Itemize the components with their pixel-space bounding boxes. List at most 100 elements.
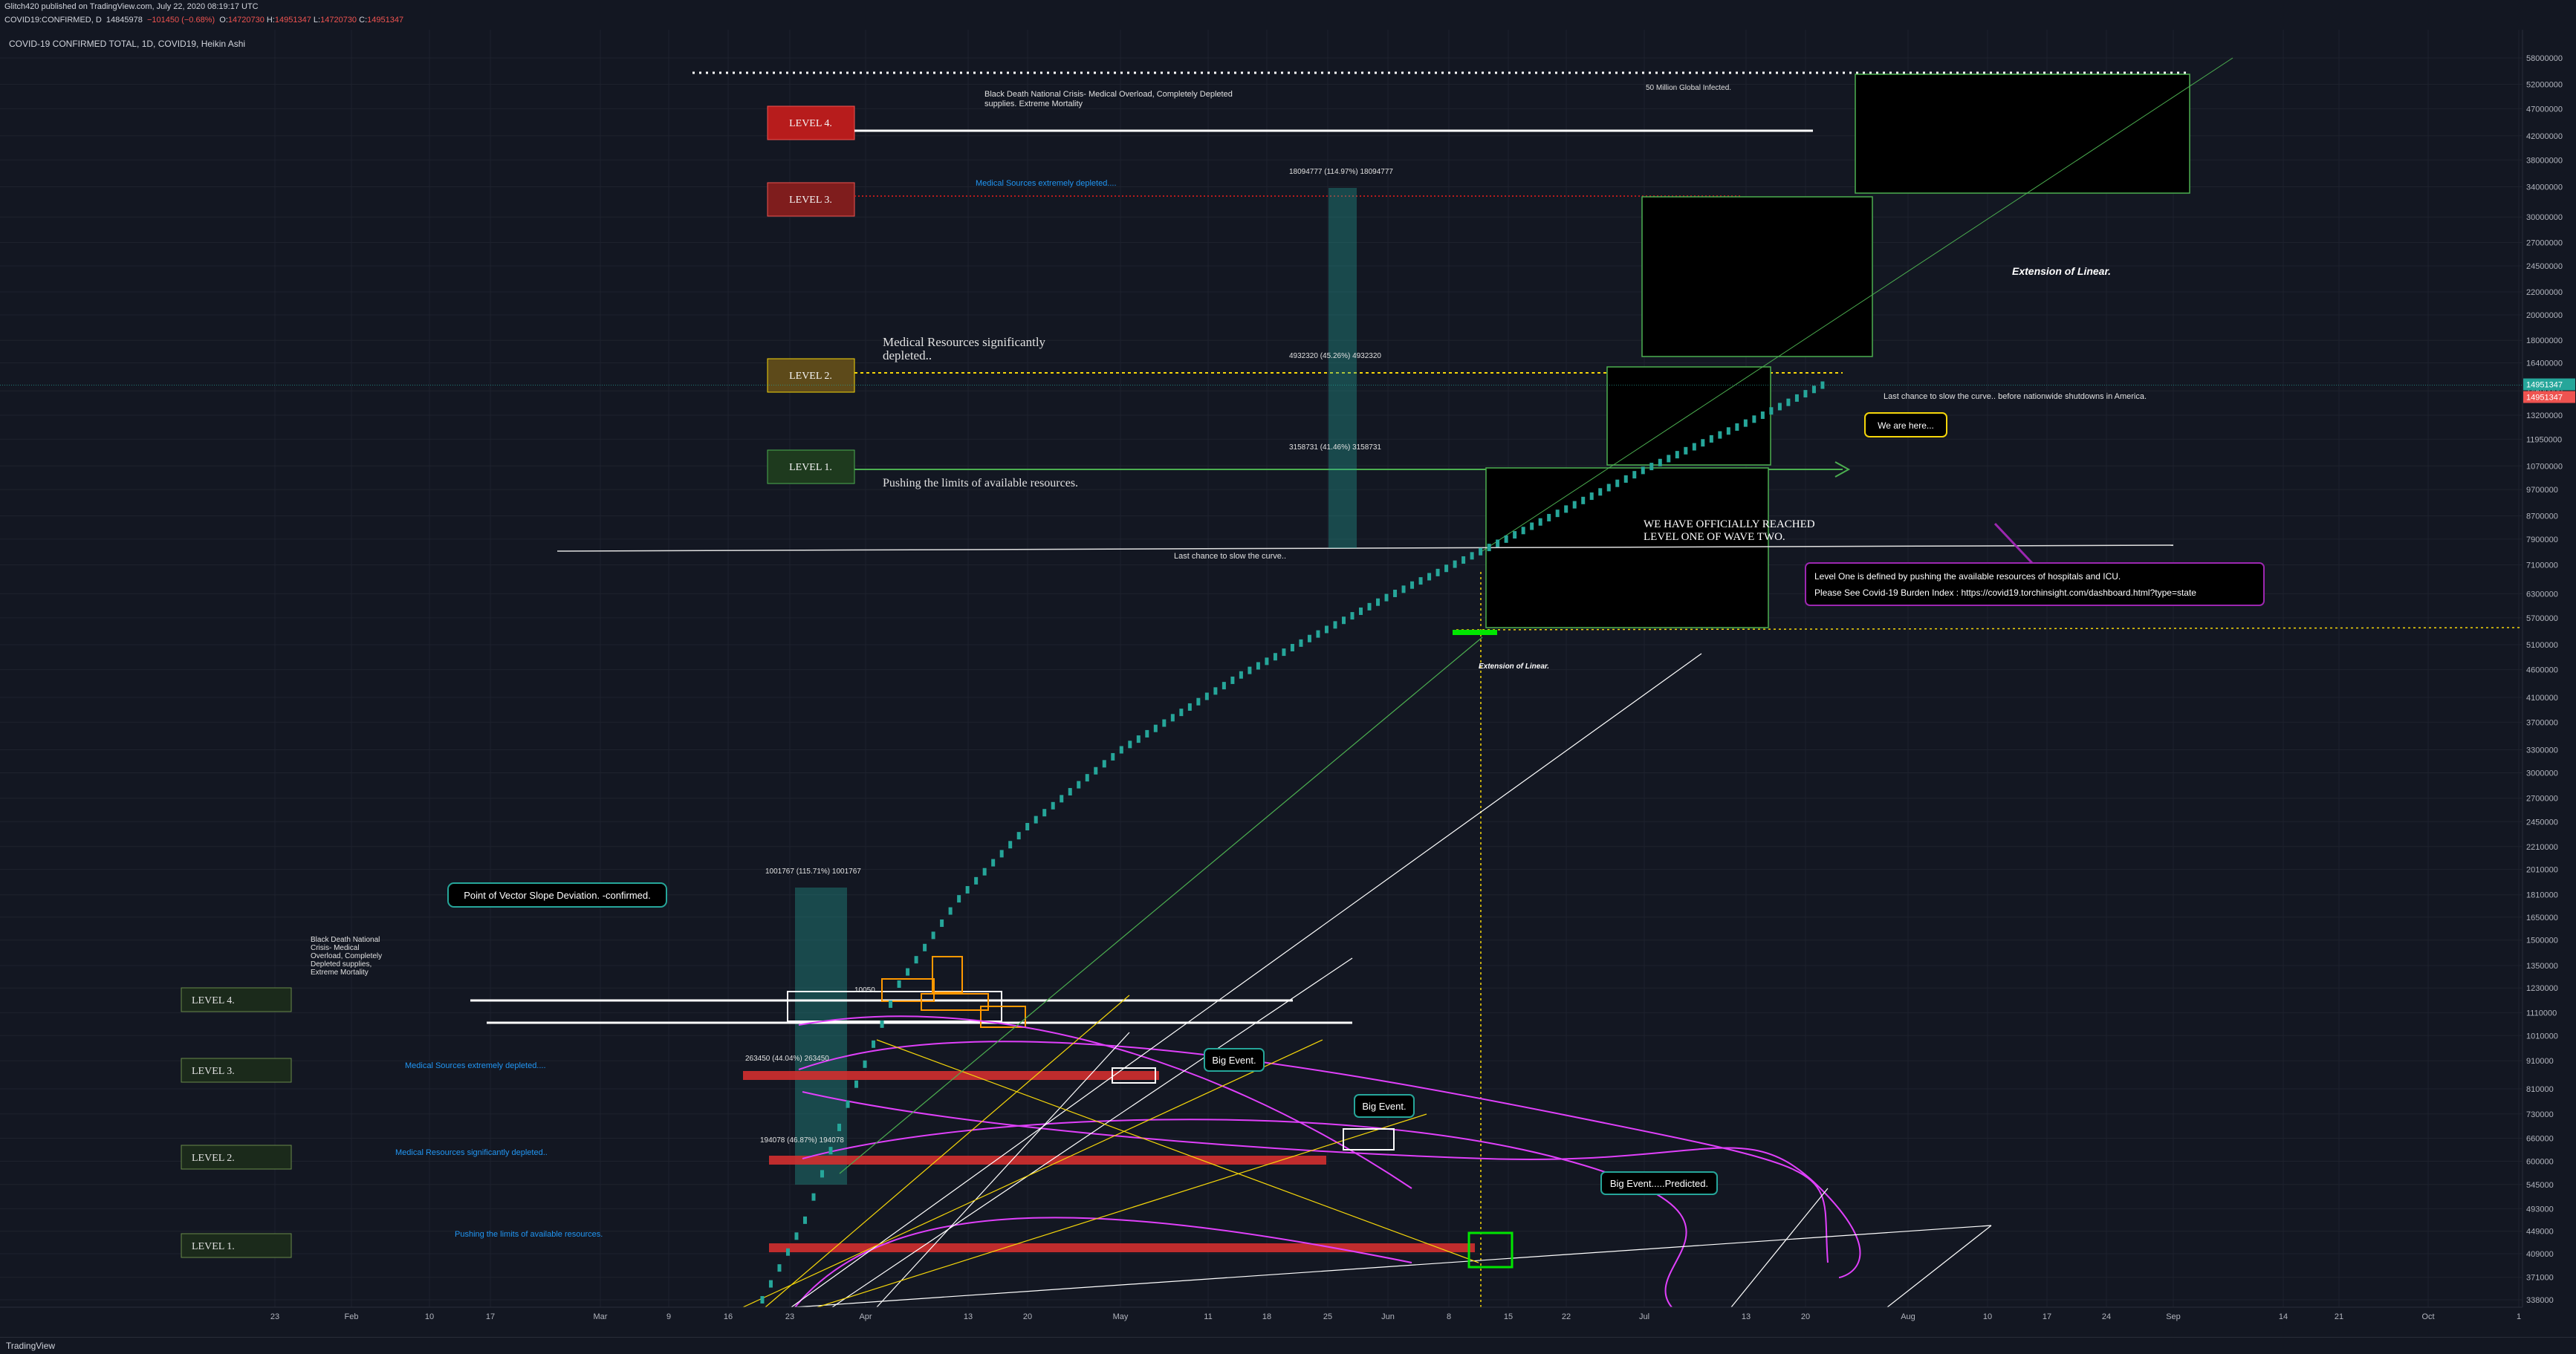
candle <box>1111 752 1115 761</box>
high-value: 14951347 <box>274 16 311 25</box>
candle <box>1444 564 1449 573</box>
symbol[interactable]: COVID19:CONFIRMED, D <box>4 16 102 25</box>
candle <box>1701 439 1705 447</box>
big-event-bubble <box>1204 1048 1265 1072</box>
candle <box>1547 513 1551 521</box>
candle <box>837 1123 842 1131</box>
y-tick-label: 52000000 <box>2526 80 2563 89</box>
candle <box>1248 666 1252 674</box>
candle <box>863 1060 867 1068</box>
top-bar: Glitch420 published on TradingView.com, … <box>0 0 2576 30</box>
candle <box>1136 735 1141 743</box>
candle <box>1068 787 1072 795</box>
big-event-box-2 <box>1343 1128 1395 1150</box>
candle <box>1726 427 1730 435</box>
level1-upper-text: Pushing the limits of available resource… <box>883 477 1078 489</box>
candle <box>1684 446 1688 455</box>
candle <box>1085 774 1089 782</box>
y-tick-label: 810000 <box>2526 1085 2554 1094</box>
candle <box>1179 709 1184 717</box>
x-tick-label: 13 <box>1742 1312 1751 1321</box>
x-tick-label: 23 <box>270 1312 279 1321</box>
we-are-here-label: We are here... <box>1878 420 1934 431</box>
candle <box>1316 630 1320 638</box>
candle <box>1051 801 1055 810</box>
low-value: 14720730 <box>320 16 357 25</box>
level3-lower-text: Medical Sources extremely depleted.... <box>405 1061 546 1070</box>
last-chance-label-1: Last chance to slow the curve.. before n… <box>1884 392 2147 401</box>
trend-line <box>817 1113 1427 1308</box>
y-tick-label: 449000 <box>2526 1228 2554 1237</box>
red-band <box>769 1156 1326 1165</box>
price-axis[interactable]: 5800000052000000470000004200000038000000… <box>2522 30 2576 1324</box>
candle <box>1060 795 1064 803</box>
y-tick-label: 7100000 <box>2526 562 2558 570</box>
candle <box>777 1264 782 1272</box>
orange-box <box>921 993 989 1011</box>
x-tick-label: 21 <box>2335 1312 2343 1321</box>
burden-index-text: Please See Covid-19 Burden Index : https… <box>1814 588 2196 598</box>
x-tick-label: 17 <box>486 1312 495 1321</box>
trend-line <box>1886 1225 1992 1308</box>
level2-upper-text-a: Medical Resources significantly <box>883 335 1046 349</box>
y-tick-label: 2700000 <box>2526 795 2558 804</box>
candle <box>1649 463 1654 471</box>
candle <box>1410 581 1415 589</box>
level-label-lower: LEVEL 4. <box>192 995 235 1006</box>
candle <box>914 956 918 964</box>
candle <box>906 968 910 976</box>
candle <box>1504 535 1508 543</box>
y-tick-label: 27000000 <box>2526 238 2563 247</box>
measure-bar-upper <box>1328 188 1357 548</box>
y-tick-label: 38000000 <box>2526 156 2563 165</box>
candle <box>1538 518 1542 526</box>
officially-line2: LEVEL ONE OF WAVE TWO. <box>1644 531 1785 543</box>
x-tick-label: Feb <box>345 1312 359 1321</box>
candle <box>1350 612 1354 620</box>
big-event-box-3 <box>1467 1231 1514 1269</box>
level-label-lower: LEVEL 2. <box>192 1153 235 1164</box>
measure-label-measure_4: 1001767 (115.71%) 1001767 <box>765 868 861 876</box>
x-tick-label: 13 <box>964 1312 973 1321</box>
chart-title: COVID-19 CONFIRMED TOTAL, 1D, COVID19, H… <box>9 39 246 49</box>
high-label: H: <box>266 16 275 25</box>
last-chance-line <box>557 544 2174 552</box>
candle <box>1632 471 1637 479</box>
candle <box>897 980 901 988</box>
extension-linear-label: Extension of Linear. <box>2012 265 2111 277</box>
orange-box <box>881 978 935 1002</box>
candle <box>1786 398 1791 406</box>
candle <box>1760 411 1765 420</box>
price-tag-label: 14951347 <box>2526 381 2563 390</box>
orange-box <box>980 1006 1026 1028</box>
magenta-curve <box>794 1217 1412 1308</box>
trend-line <box>742 1039 1323 1308</box>
candle <box>1367 602 1372 611</box>
magenta-curve <box>802 1119 1687 1308</box>
candle <box>1256 662 1260 670</box>
candle <box>1119 746 1123 754</box>
red-band <box>743 1071 1159 1080</box>
level-box-upper <box>767 358 855 393</box>
candle <box>1333 621 1337 629</box>
level-label-upper: LEVEL 2. <box>789 371 832 382</box>
candle <box>820 1170 825 1178</box>
tradingview-logo[interactable]: TradingView <box>6 1341 56 1351</box>
trend-line <box>791 653 1702 1308</box>
y-tick-label: 8700000 <box>2526 512 2558 521</box>
measure-bar-lower <box>795 888 847 1185</box>
candle <box>1376 598 1381 606</box>
y-tick-label: 910000 <box>2526 1057 2554 1066</box>
y-tick-label: 11950000 <box>2526 435 2562 444</box>
candle <box>1042 809 1047 817</box>
price-tag <box>2523 378 2575 391</box>
level-box-upper <box>767 105 855 140</box>
candle <box>1153 724 1158 732</box>
candle <box>811 1193 816 1201</box>
candle <box>1265 657 1269 665</box>
green-marker <box>1453 630 1497 635</box>
purple-pointer <box>1993 522 2034 564</box>
level-box-upper <box>767 449 855 484</box>
